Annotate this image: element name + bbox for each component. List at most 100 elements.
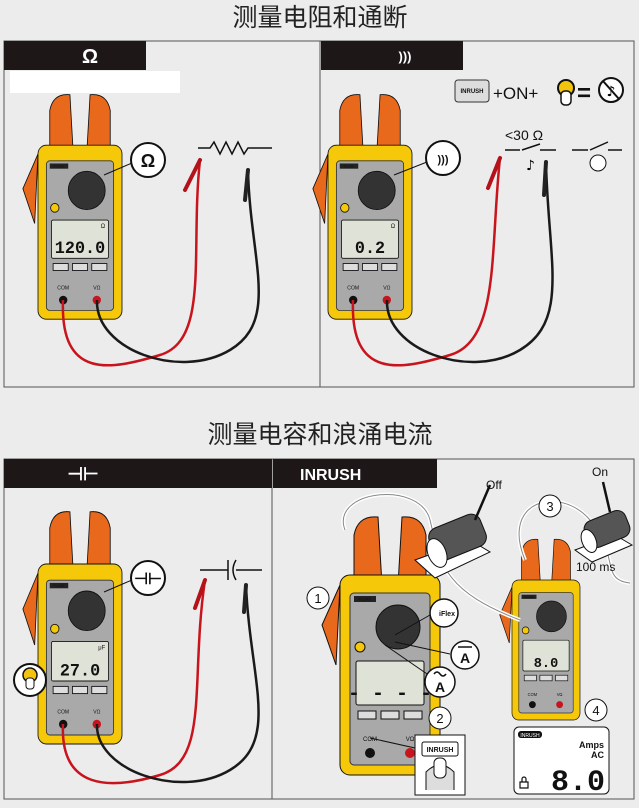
lcd-reading: 120.0 [55,240,105,259]
hold-button [354,641,366,653]
hold-button [340,203,350,213]
probe [542,160,548,197]
meter-button [91,263,108,271]
step-4: 4 [584,698,608,722]
hold-button [50,203,60,213]
jaw-right [376,94,401,159]
capacitor-symbol [200,559,262,581]
inrush-key-icon [454,79,490,103]
meter-button [362,263,378,271]
meter-button [555,674,569,682]
callout-capacitance-text: ⊣⊢ [134,571,162,588]
rotary-dial [375,604,421,650]
finger-icon [560,90,572,106]
step-2-text: 2 [436,711,443,726]
callout-continuity-text: ))) [438,154,449,166]
test-lead-red [61,159,202,367]
trigger [22,153,39,224]
lcd-reading: - - - - [348,683,432,706]
lcd [51,219,109,259]
rotary-dial [536,600,567,633]
display-unit-ac: AC [591,750,604,760]
switch-symbols [505,141,622,151]
time-label: 100 ms [576,560,615,574]
iflex-text: iFlex [439,611,455,618]
inrush-key-label: INRUSH [460,89,483,95]
meter-button [523,674,537,682]
step-1: 1 [306,586,330,610]
white-box [10,71,180,93]
brand: FLUKE [359,597,372,602]
rotary-dial [357,170,396,211]
equals-text: = [577,80,591,107]
probe [243,168,250,202]
jaw-left [49,94,74,159]
brand: FLUKE [525,595,534,599]
meter-button [381,263,398,271]
com-label: COM [347,286,359,292]
rotary-dial [67,590,106,632]
callout-iflex: iFlex [394,598,459,636]
meter-button [72,685,88,695]
brand: FLUKE [344,164,355,168]
lcd-reading: 0.2 [355,240,385,259]
display-reading: 8.0 [551,766,605,800]
lcd-unit: Ω [391,224,396,230]
com-jack [529,701,536,709]
v-jack [556,701,563,709]
display-unit-amps: Amps [579,740,604,750]
com-label: COM [363,737,377,743]
meter-button [72,263,88,271]
com-label: COM [57,286,69,292]
com-jack [365,748,375,758]
lcd [341,219,399,259]
header-continuity: ))) [399,49,412,64]
inrush-display-closeup: INRUSH Amps AC 8.0 [513,726,610,800]
brand: FLUKE [54,584,65,588]
v-label: VΩ [383,286,390,292]
header-inrush: INRUSH [300,467,361,484]
meter-button [52,685,69,695]
trigger [321,584,341,666]
meter-button [357,710,377,720]
lcd [522,639,570,672]
callout-dc-amps: A [394,640,480,670]
test-lead-red [351,157,502,367]
continuity-legend: INRUSH +ON+ = ♪ <30 Ω [454,77,624,143]
plus-on-text: +ON+ [493,84,538,103]
probe [486,156,502,190]
jaw-right [551,538,571,591]
meter-button [380,710,400,720]
header-bar-inrush [273,459,437,488]
v-label: VΩ [93,286,100,292]
meter-button [539,674,553,682]
v-label: VΩ [406,737,415,743]
step-3-text: 3 [546,499,553,514]
meter-button [403,710,423,720]
step-1-text: 1 [314,591,321,606]
com-label: COM [57,709,69,715]
motor-off [341,484,521,622]
rotary-dial [67,170,106,211]
v-label: VΩ [557,692,563,697]
ac-tilde-icon [433,671,447,677]
step-4-text: 4 [592,703,599,718]
threshold-text: <30 Ω [505,127,543,143]
step-3: 3 [538,494,562,518]
meter-continuity: 0.2 Ω COM VΩ FLUKE [312,94,413,320]
meter-button [52,263,69,271]
brand-badge [339,163,359,169]
brand-badge [49,582,69,589]
callout-ohm: Ω [103,142,166,178]
lock-icon [519,776,529,789]
com-label: COM [528,692,538,697]
no-beep-icon [589,154,607,172]
jaw-left [339,94,364,159]
v-label: VΩ [93,709,100,715]
trigger [22,572,39,646]
v-jack [405,748,415,758]
